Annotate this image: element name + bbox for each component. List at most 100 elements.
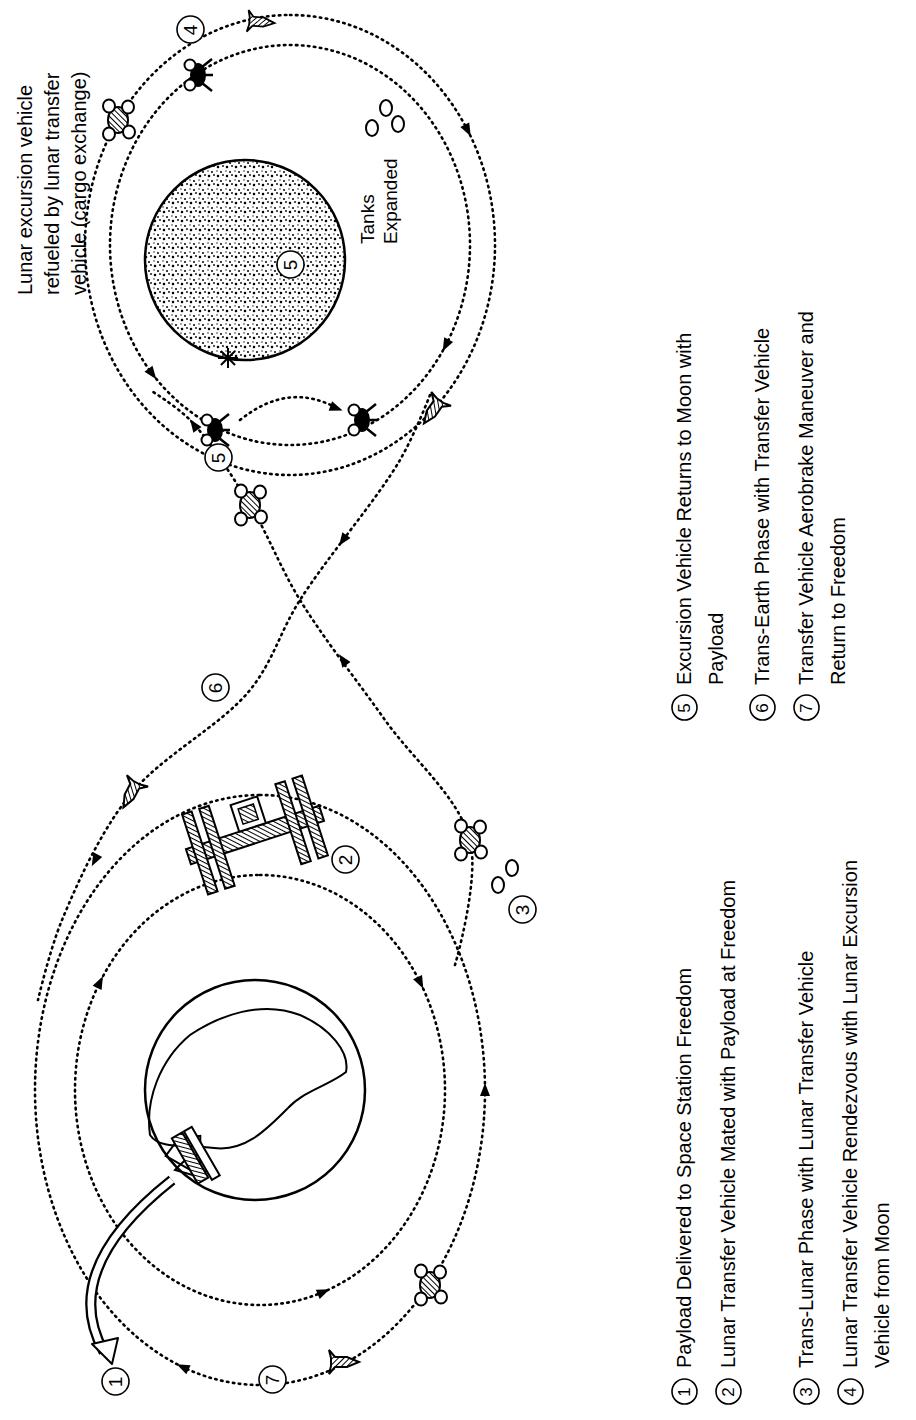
lunar-excursion-vehicle (202, 414, 231, 446)
callout-circle: 2 (715, 1379, 742, 1406)
delivery-arrow-inner (91, 1180, 172, 1352)
callout-circle: 2 (331, 846, 360, 875)
aerobrake-vehicle (329, 1350, 359, 1374)
circle-outline-shape (794, 696, 819, 721)
trajectory-arrowhead (460, 122, 475, 138)
trajectory-arrowhead (335, 532, 351, 548)
callout-note: Tanks Expanded (356, 149, 402, 244)
propellant-tank (474, 821, 486, 834)
rocket-body (247, 10, 276, 34)
key-text: Trans-Earth Phase with Transfer Vehicle (746, 255, 778, 685)
lander-tank (202, 415, 213, 426)
propellant-tank (455, 848, 467, 861)
moon (145, 160, 345, 360)
callout-circle: 6 (749, 695, 776, 722)
circle-outline-shape (716, 1380, 741, 1405)
callout-circle: 1 (101, 1368, 130, 1397)
callout-number: 4 (842, 1387, 859, 1396)
earth-orbit-inner (75, 875, 445, 1305)
callout-number: 5 (281, 260, 300, 271)
key-text: Transfer Vehicle Aerobrake Maneuver and … (790, 255, 854, 685)
trans-earth-trajectory (38, 395, 430, 1000)
lunar-transfer-vehicle (415, 1265, 447, 1306)
propellant-tank (255, 511, 267, 524)
base-spike (228, 351, 235, 358)
lunar-excursion-vehicle (349, 404, 378, 436)
propellant-tank (235, 485, 247, 498)
jettisoned-tank (506, 860, 518, 876)
callout-circle: 3 (508, 896, 537, 925)
trajectory-arrowhead (175, 1360, 191, 1375)
callout-circle: 7 (258, 1366, 287, 1395)
lunar-transfer-vehicle (103, 100, 135, 141)
callout-number: 3 (513, 905, 532, 916)
propellant-tank (415, 1293, 427, 1306)
station-module (238, 804, 258, 824)
solar-array (199, 806, 234, 889)
callout-number: 7 (798, 703, 815, 712)
callout-number: 3 (798, 1387, 815, 1396)
trajectory-arrowhead (186, 416, 202, 432)
expended-tank (380, 100, 392, 116)
trajectory-arrowhead (438, 337, 453, 353)
propellant-tank (455, 820, 467, 833)
base-spike (228, 358, 235, 365)
callout-circle: 1 (671, 1379, 698, 1406)
trajectory-arrowhead (316, 1285, 332, 1299)
lunar-base (218, 348, 238, 368)
propellant-tank (123, 126, 135, 139)
callout-note: Lunar excursion vehicle refueled by luna… (12, 20, 93, 295)
circle-outline-shape (838, 1380, 863, 1405)
aerobrake-vehicle (414, 392, 451, 430)
lunar-excursion-vehicle (185, 59, 214, 91)
lander-tank (349, 425, 360, 436)
space-station (175, 773, 334, 896)
lunar-transfer-vehicle (455, 820, 487, 861)
trans-lunar-trajectory (150, 390, 472, 965)
lander-tank (185, 80, 196, 91)
callout-number: 4 (181, 25, 200, 36)
rocket-body (113, 775, 148, 813)
callout-circle: 5 (671, 695, 698, 722)
trajectory-arrowhead (329, 401, 345, 415)
callout-circle: 3 (793, 1379, 820, 1406)
moon-orbit-inner (110, 45, 470, 445)
callout-number: 2 (336, 855, 355, 866)
circle-outline-shape (750, 696, 775, 721)
propellant-tank (434, 1266, 446, 1279)
rocket-body (414, 392, 451, 430)
callout-number: 6 (206, 683, 225, 694)
shuttle-tank (184, 1127, 220, 1180)
circle-outline-shape (102, 1369, 129, 1396)
delivery-arrow-outline (91, 1180, 172, 1352)
key-text: Payload Delivered to Space Station Freed… (668, 848, 700, 1368)
trajectory-arrowhead (480, 1083, 490, 1096)
lander-tank (349, 405, 360, 416)
propellant-tank (103, 100, 115, 113)
circle-outline-shape (332, 847, 359, 874)
callout-circle: 5 (204, 444, 233, 473)
trajectory-arrowhead (87, 852, 102, 868)
delivery-arrow-head (92, 1338, 118, 1364)
station-module (231, 796, 266, 831)
callout-number: 5 (676, 703, 693, 712)
solar-array (292, 776, 327, 859)
circle-outline-shape (509, 897, 536, 924)
circle-outline-shape (205, 445, 232, 472)
propellant-tank (122, 101, 134, 114)
circle-outline-shape (672, 1380, 697, 1405)
lunar-transfer-vehicle (235, 485, 267, 526)
earth (145, 980, 365, 1200)
lander-path (240, 397, 340, 420)
callout-number: 5 (209, 453, 228, 464)
circle-outline-shape (259, 1367, 286, 1394)
circle-outline-shape (672, 696, 697, 721)
expended-tank (366, 120, 378, 136)
callout-number: 1 (106, 1377, 125, 1388)
moon-orbit-outer (85, 15, 495, 475)
lander-tank (202, 435, 213, 446)
callout-number: 7 (263, 1375, 282, 1386)
